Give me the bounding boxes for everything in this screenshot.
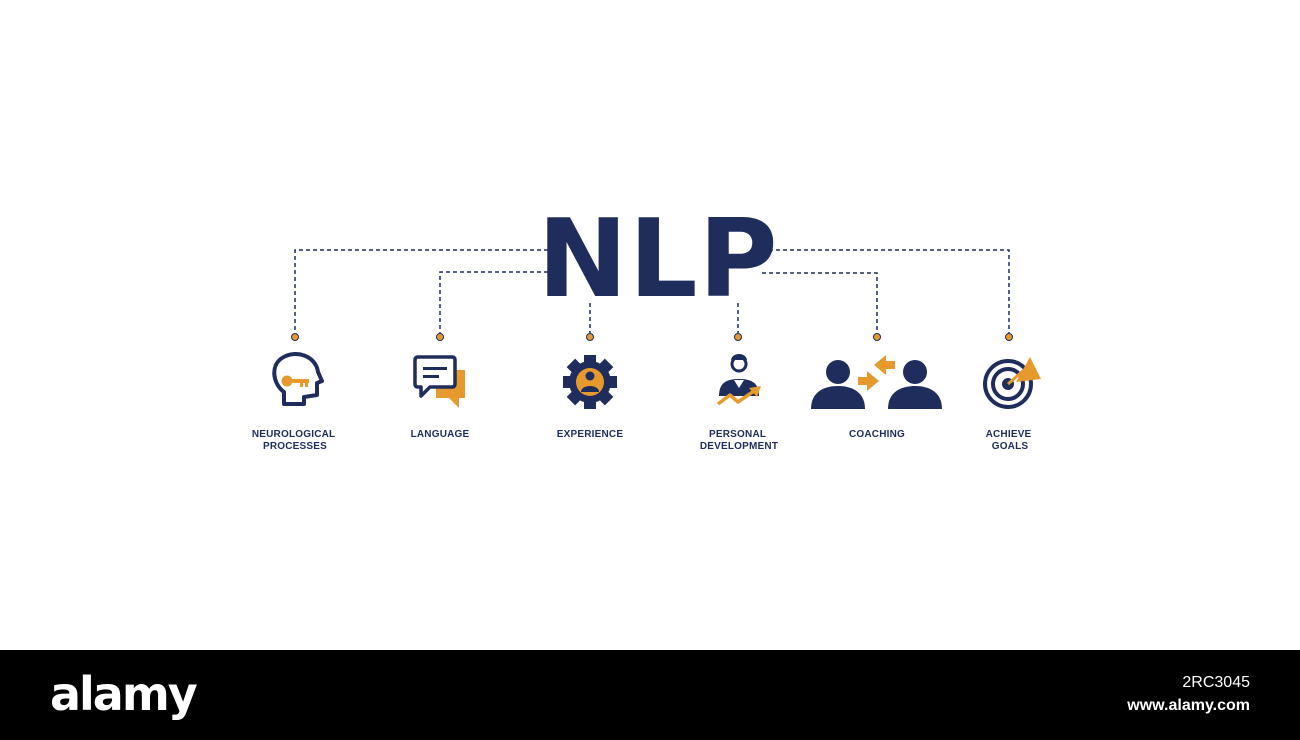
connector-achieve-goals [762,249,1010,333]
target-arrow-icon [983,357,1041,409]
two-people-arrows-icon [811,355,942,409]
connector-dots [291,333,1013,341]
dot-experience [586,333,594,341]
site-url: www.alamy.com [1127,697,1250,714]
label-achieve-goals: ACHIEVE GOALS [986,429,1035,452]
connectors [294,249,1010,333]
label-neurological-processes: NEUROLOGICAL PROCESSES [252,429,338,452]
connector-coaching [762,272,878,333]
connector-neurological [294,249,548,333]
nlp-title: NLP [537,197,778,322]
dot-personal-development [734,333,742,341]
person-growth-icon [716,354,761,406]
dot-coaching [873,333,881,341]
label-language: LANGUAGE [411,429,470,440]
dot-neurological [291,333,299,341]
label-personal-development: PERSONAL DEVELOPMENT [700,429,778,452]
gear-person-icon [563,355,617,409]
dot-language [436,333,444,341]
nlp-diagram: NLP [252,197,1041,452]
dot-achieve-goals [1005,333,1013,341]
head-key-icon [272,352,324,406]
alamy-logo: alamy [50,667,198,721]
connector-language [439,271,548,333]
image-id: 2RC3045 [1182,674,1250,691]
speech-bubbles-icon [413,355,465,408]
label-coaching: COACHING [849,429,905,440]
watermark-footer: alamy 2RC3045 www.alamy.com [0,650,1300,740]
label-experience: EXPERIENCE [557,429,624,440]
